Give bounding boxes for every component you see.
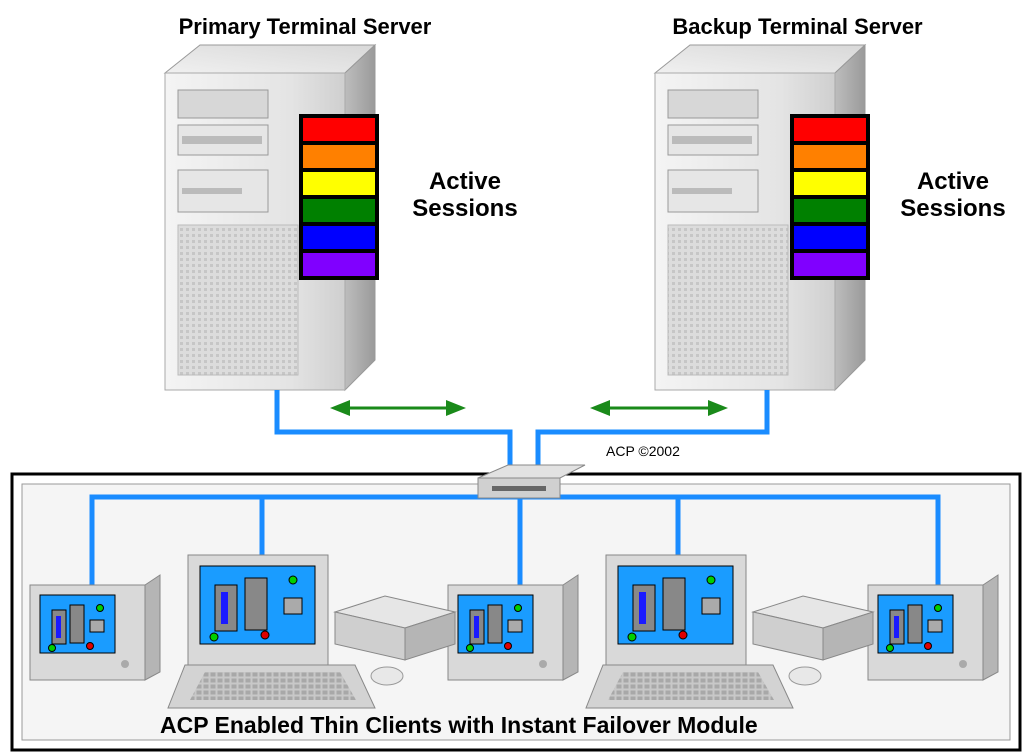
desktop-client-2: [585, 554, 794, 709]
primary-session-block: [303, 118, 375, 141]
copyright-label: ACP ©2002: [606, 443, 680, 459]
thin-client-box-2: [751, 595, 875, 686]
backup-sessions-line-1: Active: [916, 168, 990, 195]
failover-arrows: [330, 400, 728, 416]
primary-session-block: [303, 199, 375, 222]
primary-sessions-line-1: Active: [428, 168, 502, 195]
backup-active-sessions-stack: [790, 114, 870, 280]
network-hub: [477, 464, 586, 499]
primary-server-title: Primary Terminal Server: [178, 14, 432, 39]
primary-link: [274, 390, 513, 495]
primary-session-block: [303, 145, 375, 168]
backup-session-block: [794, 226, 866, 249]
backup-session-block: [794, 253, 866, 276]
thin-client-box-1: [333, 595, 457, 686]
backup-session-block: [794, 172, 866, 195]
panel-client-1: [29, 574, 161, 681]
backup-session-block: [794, 118, 866, 141]
backup-stack-frame: [790, 114, 870, 280]
backup-server-title: Backup Terminal Server: [672, 14, 923, 39]
arrow-primary-left-head: [330, 400, 350, 416]
backup-session-block: [794, 199, 866, 222]
backup-server-tower: [653, 43, 867, 392]
backup-link: [535, 390, 770, 495]
primary-session-block: [303, 226, 375, 249]
desktop-client-1: [167, 554, 376, 709]
arrow-primary-right-head: [446, 400, 466, 416]
arrow-backup-left-head: [590, 400, 610, 416]
primary-session-block: [303, 253, 375, 276]
panel-client-3: [867, 574, 999, 681]
backup-active-sessions-label: Active Sessions: [888, 168, 1018, 222]
primary-stack-frame: [299, 114, 379, 280]
arrow-backup-right-head: [708, 400, 728, 416]
backup-session-block: [794, 145, 866, 168]
primary-sessions-line-2: Sessions: [412, 195, 518, 222]
primary-active-sessions-label: Active Sessions: [400, 168, 530, 222]
primary-active-sessions-stack: [299, 114, 379, 280]
clients-caption: ACP Enabled Thin Clients with Instant Fa…: [160, 712, 758, 738]
panel-client-2: [447, 574, 579, 681]
backup-sessions-line-2: Sessions: [900, 195, 1006, 222]
primary-session-block: [303, 172, 375, 195]
